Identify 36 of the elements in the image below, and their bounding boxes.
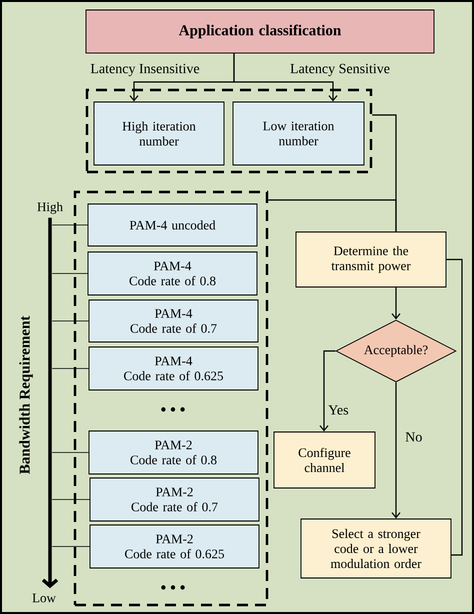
option-box: PAM-4 Code rate of 0.7 [88, 300, 258, 342]
axis-label: Bandwidth Requirement [18, 314, 34, 476]
connector [320, 350, 336, 432]
option-box: PAM-2 Code rate of 0.625 [90, 524, 260, 568]
option-box: PAM-4 Code rate of 0.8 [88, 252, 258, 296]
edge-label: Latency Insensitive [90, 64, 200, 76]
edge-label: Yes [328, 405, 348, 415]
option-box: PAM-4 Code rate of 0.625 [88, 346, 258, 390]
connector [446, 258, 463, 556]
bandwidth-arrow [42, 218, 58, 588]
option-box: PAM-4 uncoded [88, 204, 258, 246]
connector [392, 287, 400, 320]
level-label: Low [31, 592, 57, 604]
dashed-group-box [86, 88, 372, 174]
connector [52, 273, 88, 274]
option-box: High iteration number [94, 102, 224, 166]
level-label: High [36, 201, 64, 215]
connector [52, 320, 89, 322]
option-box: Low iteration number [232, 102, 364, 166]
connector [52, 546, 90, 547]
connector [233, 53, 338, 102]
title-box: Application classification [86, 10, 434, 54]
option-box: PAM-2 Code rate of 0.8 [88, 430, 258, 474]
connector [392, 382, 400, 519]
process-box: Select a stronger code or a lower modulation order [300, 518, 452, 578]
connector [52, 499, 90, 500]
dashed-group-box [74, 190, 268, 606]
connector [52, 452, 89, 453]
process-box: Configure channel [274, 432, 376, 488]
connector [52, 224, 88, 226]
option-box: PAM-2 Code rate of 0.7 [90, 478, 260, 522]
connector [52, 368, 89, 369]
connector [268, 199, 397, 232]
edge-label: Latency Sensitive [290, 64, 390, 76]
process-box: Determine the transmit power [296, 232, 446, 288]
edge-label: No [406, 432, 422, 442]
